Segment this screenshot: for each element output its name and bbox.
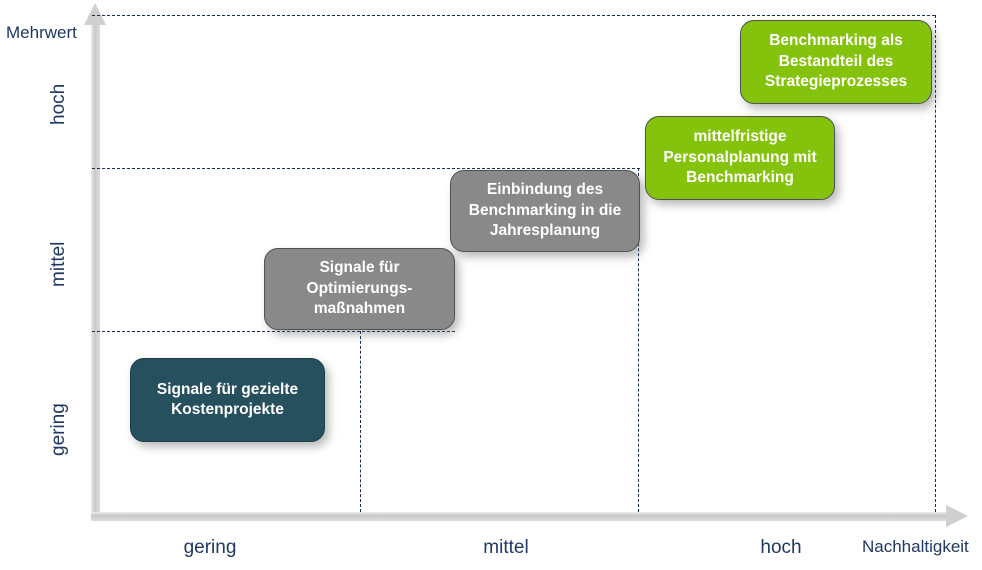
guide-line-horizontal-lower: [92, 331, 455, 332]
guide-line-vertical-gering: [360, 331, 361, 512]
guide-line-vertical-mittel: [638, 168, 639, 512]
x-axis-line: [91, 512, 952, 521]
y-tick-mittel: mittel: [48, 241, 69, 287]
x-axis-title: Nachhaltigkeit: [862, 537, 969, 556]
step-box-mittelfristige-personalplanung[interactable]: mittelfristige Personalplanung mit Bench…: [645, 116, 835, 200]
y-axis-arrowhead-icon: [84, 3, 106, 25]
y-tick-gering: gering: [48, 403, 69, 456]
guide-line-horizontal-top: [92, 15, 935, 16]
x-tick-mittel: mittel: [483, 537, 529, 558]
guide-line-horizontal-middle: [92, 168, 640, 169]
guide-line-vertical-hoch: [935, 15, 936, 512]
x-axis-arrowhead-icon: [946, 505, 968, 527]
x-tick-gering: gering: [183, 537, 237, 558]
step-box-benchmarking-strategieprozess[interactable]: Benchmarking als Bestandteil des Strateg…: [740, 20, 932, 104]
y-axis-line: [91, 22, 100, 516]
x-tick-hoch: hoch: [760, 537, 802, 558]
step-box-signale-optimierungsmassnahmen[interactable]: Signale für Optimierungs- maßnahmen: [264, 248, 455, 330]
y-tick-hoch: hoch: [48, 83, 69, 125]
step-box-einbindung-jahresplanung[interactable]: Einbindung des Benchmarking in die Jahre…: [450, 170, 640, 252]
step-box-signale-kostenprojekte[interactable]: Signale für gezielte Kostenprojekte: [130, 358, 325, 442]
y-axis-title: Mehrwert: [6, 23, 77, 42]
